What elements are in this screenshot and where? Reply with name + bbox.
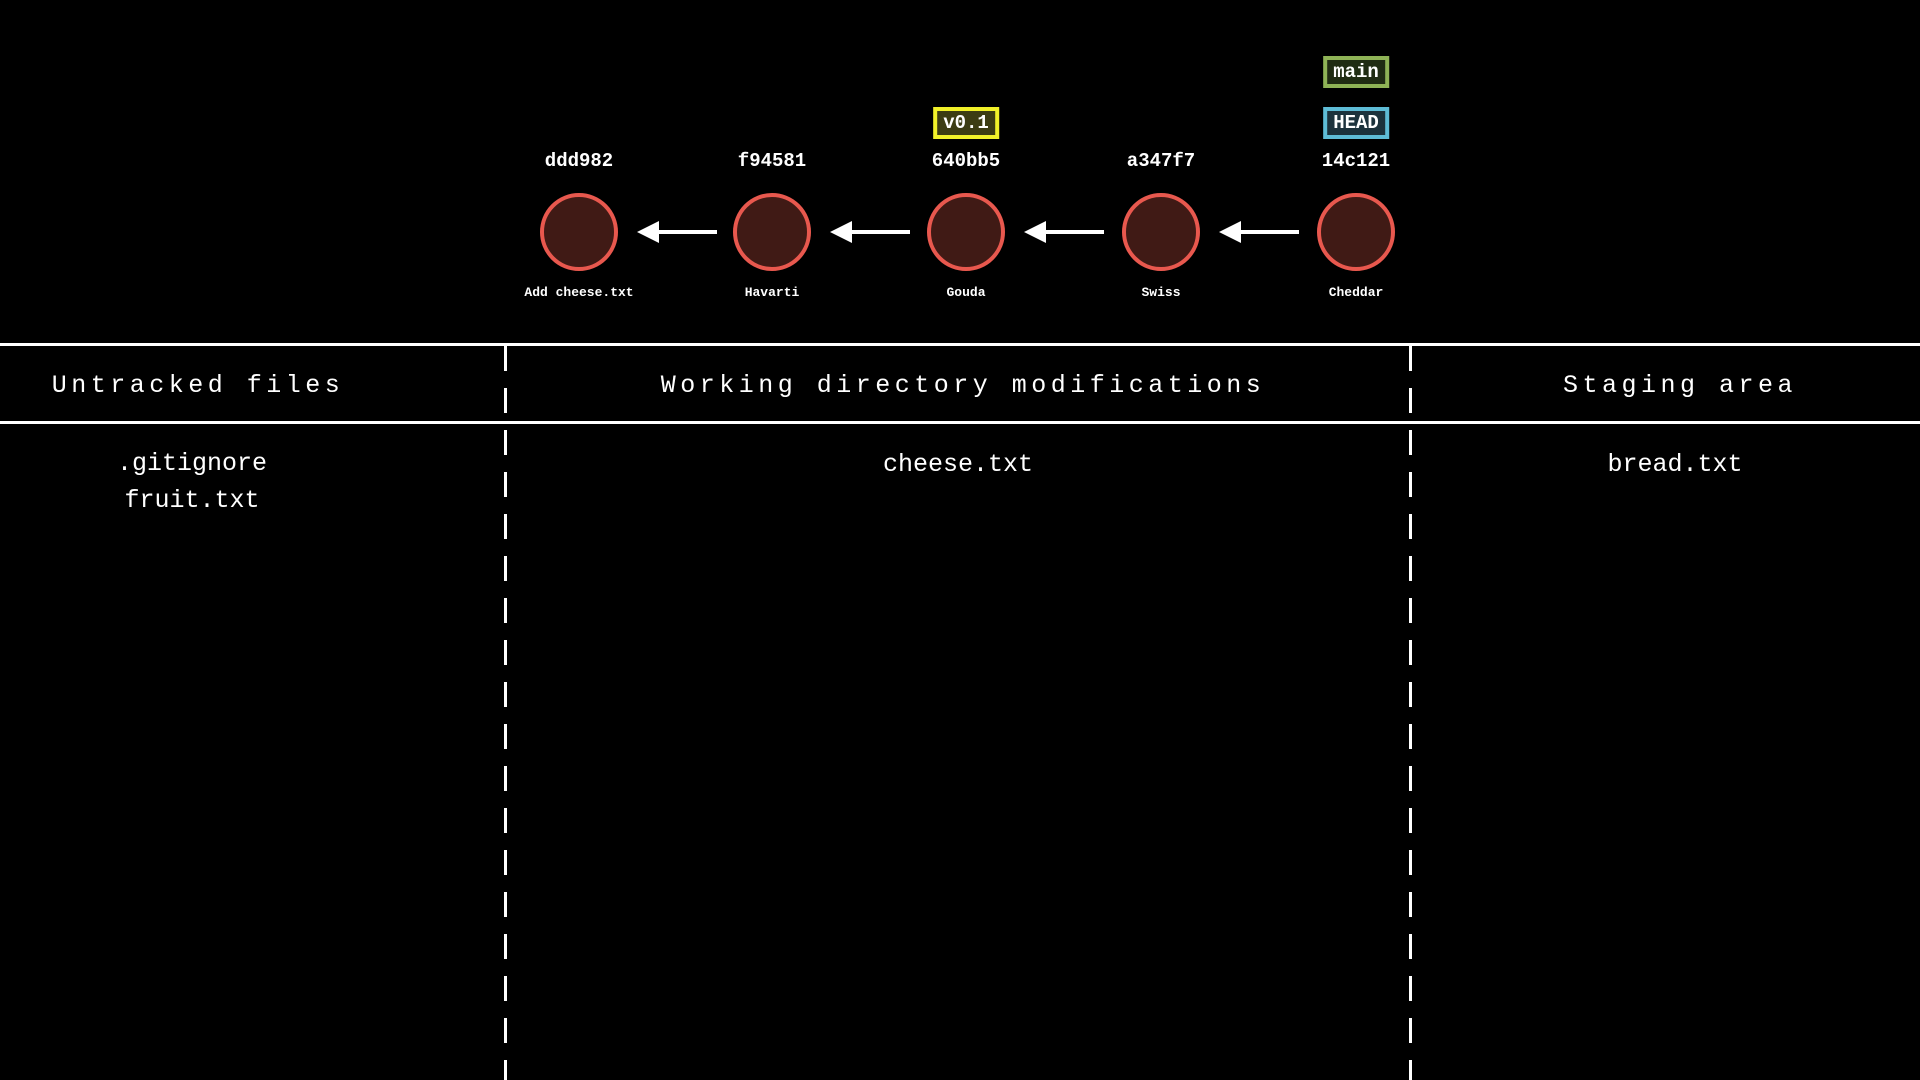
- commit-node: [1317, 193, 1395, 271]
- commit-message: Havarti: [744, 285, 800, 300]
- commit-message: Add cheese.txt: [524, 285, 634, 300]
- commit-hash: a347f7: [1126, 150, 1196, 172]
- commit-hash: ddd982: [544, 150, 614, 172]
- parent-arrow-icon: [830, 221, 910, 243]
- zone-header-staging: Staging area: [1562, 371, 1798, 400]
- header-rule-top: [0, 343, 1920, 346]
- commit-node: [733, 193, 811, 271]
- parent-arrow-icon: [637, 221, 717, 243]
- file-item: cheese.txt: [882, 450, 1034, 479]
- commit-hash: 14c121: [1321, 150, 1391, 172]
- zone-header-untracked: Untracked files: [51, 371, 345, 400]
- file-item: fruit.txt: [124, 486, 260, 515]
- commit-node: [540, 193, 618, 271]
- commit-node: [927, 193, 1005, 271]
- commit-message: Gouda: [946, 285, 986, 300]
- parent-arrow-icon: [1024, 221, 1104, 243]
- commit-hash: f94581: [737, 150, 807, 172]
- commit-message: Cheddar: [1328, 285, 1384, 300]
- zone-header-working: Working directory modifications: [660, 371, 1266, 400]
- commit-hash: 640bb5: [931, 150, 1001, 172]
- commit-node: [1122, 193, 1200, 271]
- parent-arrow-icon: [1219, 221, 1299, 243]
- file-item: .gitignore: [116, 449, 268, 478]
- file-item: bread.txt: [1607, 450, 1743, 479]
- commit-message: Swiss: [1141, 285, 1181, 300]
- column-divider: [1409, 346, 1412, 1080]
- head-badge: HEAD: [1323, 107, 1389, 139]
- column-divider: [504, 346, 507, 1080]
- branch-badge-main: main: [1323, 56, 1389, 88]
- header-rule-bottom: [0, 421, 1920, 424]
- tag-badge-v0.1: v0.1: [933, 107, 999, 139]
